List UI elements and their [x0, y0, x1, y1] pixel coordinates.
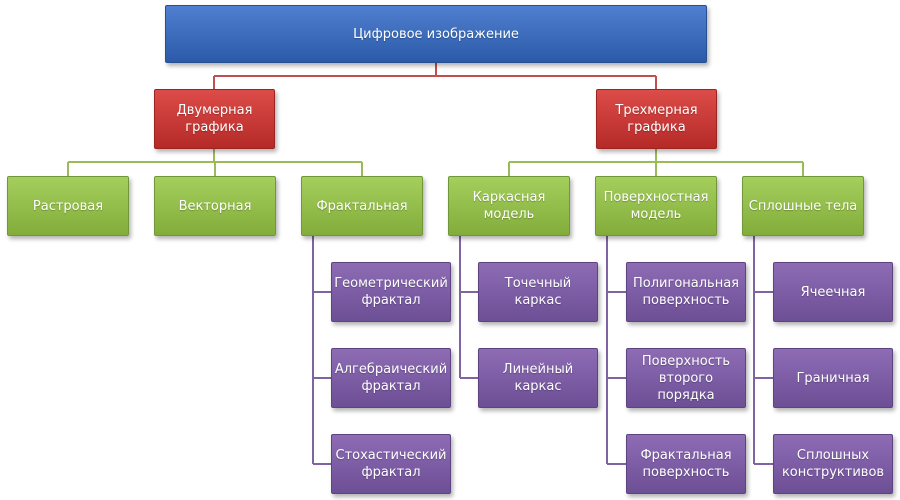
- node-label: Фрактальная: [316, 198, 408, 214]
- node-polygonal-surface: Полигональная поверхность: [626, 262, 746, 322]
- node-geometric-fractal: Геометрический фрактал: [331, 262, 451, 322]
- node-label: Поверхностная модель: [603, 190, 709, 222]
- node-label: Алгебраический фрактал: [334, 362, 448, 394]
- node-label: Геометрический фрактал: [334, 276, 448, 308]
- node-second-order-surface: Поверхность второго порядка: [626, 348, 746, 408]
- node-label: Точечный каркас: [504, 276, 572, 308]
- node-stochastic-fractal: Стохастический фрактал: [331, 434, 451, 494]
- node-raster: Растровая: [7, 176, 129, 236]
- node-digital-image: Цифровое изображение: [165, 5, 707, 63]
- node-label: Фрактальная поверхность: [640, 448, 732, 480]
- node-label: Ячеечная: [800, 284, 866, 300]
- node-surface-model: Поверхностная модель: [595, 176, 717, 236]
- node-algebraic-fractal: Алгебраический фрактал: [331, 348, 451, 408]
- node-label: Сплошные тела: [748, 198, 858, 214]
- node-fractal: Фрактальная: [301, 176, 423, 236]
- node-fractal-surface: Фрактальная поверхность: [626, 434, 746, 494]
- node-solid-bodies: Сплошные тела: [742, 176, 864, 236]
- node-label: Сплошных конструктивов: [781, 448, 885, 480]
- node-3d-graphics: Трехмерная графика: [596, 89, 717, 149]
- node-vector: Векторная: [154, 176, 276, 236]
- node-line-wireframe: Линейный каркас: [478, 348, 598, 408]
- node-wireframe-model: Каркасная модель: [448, 176, 570, 236]
- node-label: Растровая: [32, 198, 104, 214]
- node-label: Векторная: [178, 198, 252, 214]
- node-boundary: Граничная: [773, 348, 893, 408]
- node-constructive-solids: Сплошных конструктивов: [773, 434, 893, 494]
- node-label: Каркасная модель: [472, 190, 546, 222]
- node-label: Полигональная поверхность: [633, 276, 739, 308]
- node-label: Граничная: [796, 370, 870, 386]
- node-2d-graphics: Двумерная графика: [154, 89, 275, 149]
- node-point-wireframe: Точечный каркас: [478, 262, 598, 322]
- node-label: Линейный каркас: [502, 362, 574, 394]
- node-label: Двумерная графика: [176, 103, 253, 135]
- node-label: Стохастический фрактал: [335, 448, 447, 480]
- node-cellular: Ячеечная: [773, 262, 893, 322]
- node-label: Поверхность второго порядка: [641, 353, 731, 403]
- node-label: Цифровое изображение: [353, 26, 519, 42]
- node-label: Трехмерная графика: [615, 103, 698, 135]
